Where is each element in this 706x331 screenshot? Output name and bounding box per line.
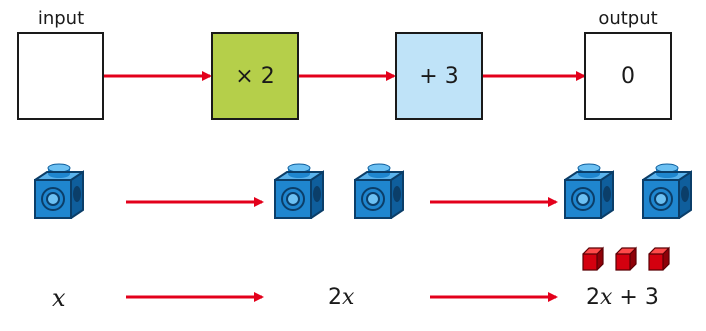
multiply-step-box: × 2 <box>211 32 299 120</box>
expr-2x: 2x <box>328 284 354 312</box>
add-step-label: + 3 <box>419 63 459 89</box>
blue-cube-icon <box>354 163 404 219</box>
expr-2x-plus-3: 2x + 3 <box>586 284 659 312</box>
multiply-step-label: × 2 <box>235 63 275 89</box>
blue-cube-icon <box>564 163 614 219</box>
red-unit-cube-icon <box>582 247 604 271</box>
blue-cube-icon <box>34 163 84 219</box>
add-step-box: + 3 <box>395 32 483 120</box>
blue-cube-icon <box>642 163 692 219</box>
variable-x: x <box>52 284 66 312</box>
variable-x: x <box>600 285 613 310</box>
expr-x: x <box>52 284 66 312</box>
red-unit-cube-icon <box>615 247 637 271</box>
variable-x: x <box>342 285 355 310</box>
input-box <box>17 32 104 120</box>
output-box: 0 <box>584 32 672 120</box>
output-value: 0 <box>621 63 635 89</box>
blue-cube-icon <box>274 163 324 219</box>
constant-term: + 3 <box>619 285 659 310</box>
red-unit-cube-icon <box>648 247 670 271</box>
coefficient: 2 <box>328 285 342 310</box>
coefficient: 2 <box>586 285 600 310</box>
output-label: output <box>598 8 658 29</box>
input-label: input <box>37 8 85 29</box>
